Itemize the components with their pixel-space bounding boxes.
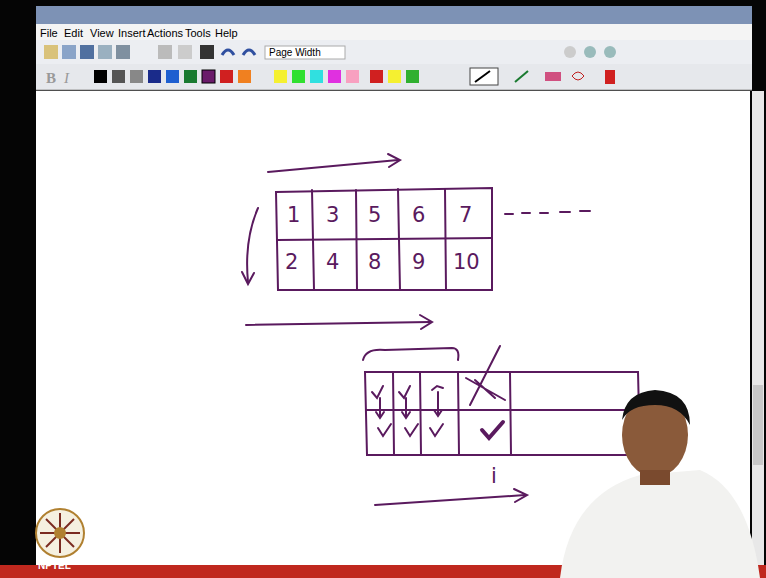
table-cell: 9 — [412, 252, 425, 273]
menu-item: Actions — [147, 28, 183, 39]
table-cell: 6 — [412, 205, 425, 226]
table-cell: 2 — [285, 252, 298, 273]
logo-text: NPTEL — [38, 561, 71, 571]
menu-item: Tools — [185, 28, 211, 39]
menu-item: File — [40, 28, 58, 39]
table-cell: 5 — [368, 205, 381, 226]
menu-item: View — [90, 28, 114, 39]
table-cell: 7 — [459, 205, 472, 226]
table-cell: 10 — [453, 252, 480, 273]
svg-text:I: I — [63, 70, 70, 86]
menu-item: Edit — [64, 28, 83, 39]
svg-text:B: B — [46, 70, 56, 86]
table-cell: 1 — [287, 205, 300, 226]
zoom-dropdown: Page Width — [269, 48, 321, 58]
menu-item: Help — [215, 28, 238, 39]
table-cell: 3 — [326, 205, 339, 226]
table-cell: 8 — [368, 252, 381, 273]
menu-item: Insert — [118, 28, 146, 39]
index-label: i — [491, 466, 497, 487]
table-cell: 4 — [326, 252, 339, 273]
